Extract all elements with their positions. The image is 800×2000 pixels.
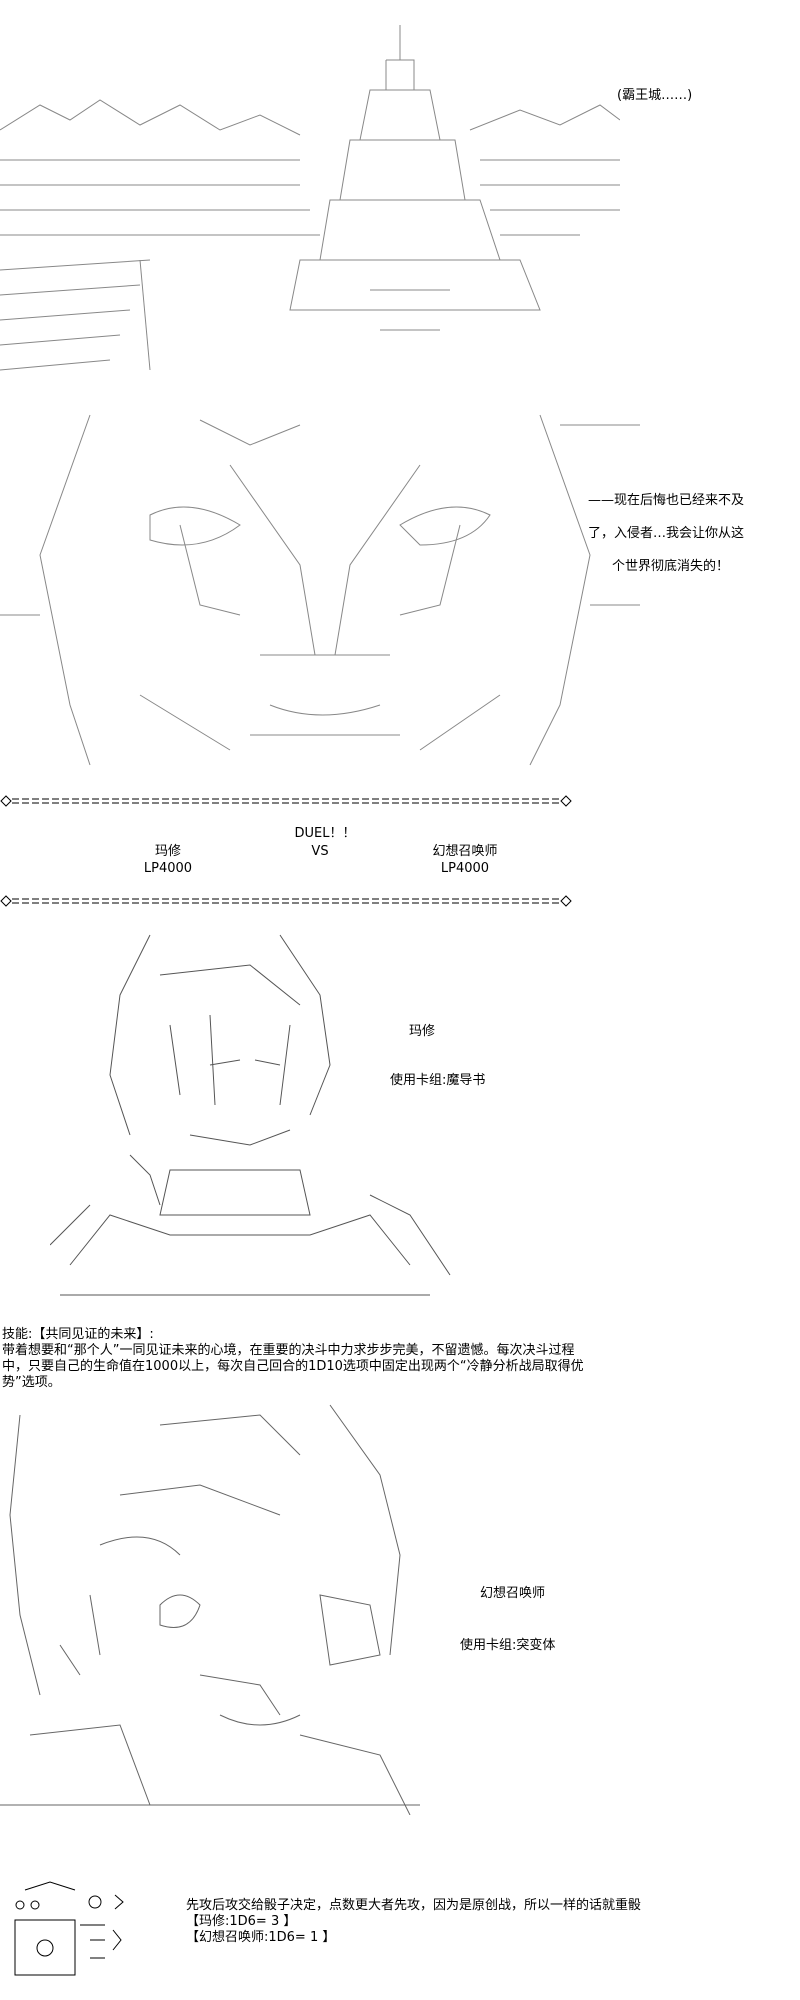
- panel3-deck: 使用卡组:魔导书: [390, 1073, 486, 1088]
- player1-name: 玛修: [154, 844, 181, 859]
- mash-ascii-art: [50, 915, 470, 1315]
- separator-top: [0, 793, 572, 807]
- duel-title: DUEL！！: [294, 826, 356, 841]
- vs-label: VS: [311, 844, 329, 859]
- panel4-deck: 使用卡组:突变体: [460, 1638, 556, 1653]
- dice-result-player2: 【幻想召唤师:1D6= 1 】: [186, 1930, 336, 1945]
- dice-note: 先攻后攻交给骰子决定，点数更大者先攻，因为是原创战，所以一样的话就重骰 【玛修:…: [186, 1898, 641, 1946]
- player2-name: 幻想召唤师: [432, 844, 498, 859]
- panel2-line-3: 个世界彻底消失的！: [612, 559, 730, 574]
- castle-ascii-art: [0, 10, 620, 380]
- panel1-caption: (霸王城……): [617, 88, 693, 103]
- summoner-ascii-art: [0, 1395, 420, 1815]
- dice-ascii-art: [5, 1880, 145, 1980]
- angry-face-ascii-art: [0, 405, 640, 780]
- skill-line-4: 势”选项。: [2, 1375, 61, 1390]
- dice-rule-line: 先攻后攻交给骰子决定，点数更大者先攻，因为是原创战，所以一样的话就重骰: [186, 1898, 642, 1913]
- panel2-line-1: ——现在后悔也已经来不及: [588, 493, 745, 508]
- skill-line-2: 带着想要和“那个人”一同见证未来的心境，在重要的决斗中力求步步完美，不留遗憾。每…: [2, 1343, 575, 1358]
- skill-description: 技能:【共同见证的未来】: 带着想要和“那个人”一同见证未来的心境，在重要的决斗…: [2, 1327, 702, 1391]
- separator-bottom: [0, 893, 572, 907]
- skill-line-1: 技能:【共同见证的未来】:: [2, 1327, 154, 1342]
- panel2-line-2: 了，入侵者…我会让你从这: [588, 526, 745, 541]
- skill-line-3: 中，只要自己的生命值在1000以上，每次自己回合的1D10选项中固定出现两个“冷…: [2, 1359, 584, 1374]
- player1-lp: LP4000: [143, 861, 193, 876]
- dice-result-player1: 【玛修:1D6= 3 】: [186, 1914, 297, 1929]
- panel3-name: 玛修: [409, 1024, 436, 1039]
- panel4-name: 幻想召唤师: [480, 1586, 546, 1601]
- player2-lp: LP4000: [440, 861, 490, 876]
